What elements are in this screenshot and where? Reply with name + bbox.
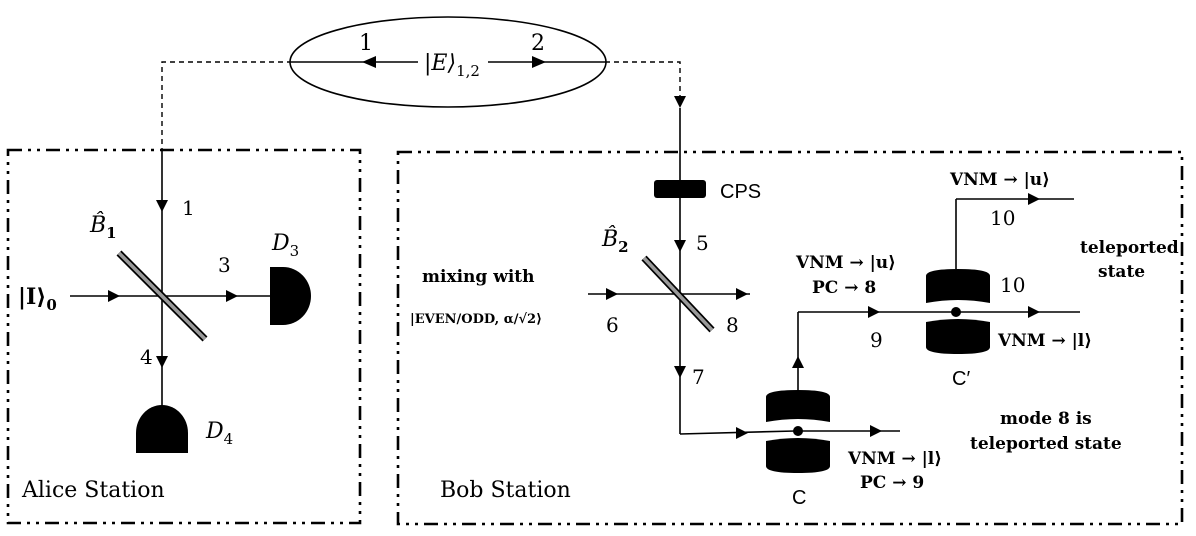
dashed-link-bob <box>605 61 681 100</box>
bob-mode-9-label: 9 <box>870 328 883 352</box>
vnm-u-mid-label: VNM → |u⟩ <box>795 253 896 273</box>
arrow-bob-mode-5 <box>674 240 686 252</box>
arrow-mode-2 <box>532 56 546 68</box>
arrow-bob-mode-8 <box>736 288 748 300</box>
arrow-c-up <box>792 356 804 368</box>
arrow-c-output <box>870 425 882 437</box>
mixing-label-line2: |EVEN/ODD, α/√2⟩ <box>410 312 542 327</box>
arrow-alice-mode-3 <box>226 290 238 302</box>
bob-station-box <box>396 150 1184 526</box>
alice-mode-3-label: 3 <box>218 253 231 277</box>
vnm-l-bottom-label: VNM → |l⟩ <box>847 449 942 469</box>
cavity-c-prime-label: C′ <box>952 368 970 390</box>
arrow-alice-mode-1 <box>156 200 168 212</box>
vnm-l-right-label: VNM → |l⟩ <box>997 331 1092 351</box>
bob-station: Bob Station CPS 5 7 6 8 B̂2 mixing with … <box>396 108 1184 526</box>
teleported-state-line1: teleported <box>1080 238 1179 258</box>
mode8-note-line2: teleported state <box>970 434 1122 454</box>
alice-mode-4-label: 4 <box>140 345 153 369</box>
arrow-bob-mode-7 <box>674 366 686 378</box>
arrow-mode-10-top <box>1028 193 1040 205</box>
bob-mode-8-label: 8 <box>726 313 739 337</box>
alice-station-box <box>6 148 362 525</box>
arrow-mode-9 <box>868 306 880 318</box>
bob-mode-6-label: 6 <box>606 313 619 337</box>
source-state-label: |E⟩1,2 <box>424 51 480 80</box>
alice-station-label: Alice Station <box>21 478 165 503</box>
vnm-u-top-label: VNM → |u⟩ <box>949 170 1050 190</box>
source-mode-1-label: 1 <box>359 31 373 56</box>
bob-mode-7-label: 7 <box>692 365 705 389</box>
beamsplitter-b2 <box>641 255 715 333</box>
arrow-into-bob <box>674 96 686 108</box>
alice-input-state: |I⟩0 <box>18 284 57 314</box>
alice-mode-1-label: 1 <box>182 196 195 220</box>
detector-d4-label: D4 <box>205 419 233 448</box>
beamsplitter-b1-label: B̂1 <box>89 212 117 242</box>
cps-label: CPS <box>720 181 761 203</box>
arrow-into-c <box>736 427 748 439</box>
dashed-link-alice <box>161 61 292 150</box>
mode8-note-line1: mode 8 is <box>1000 409 1092 429</box>
source-mode-2-label: 2 <box>531 31 545 56</box>
beamsplitter-b1 <box>116 250 208 342</box>
arrow-alice-mode-4 <box>156 356 168 368</box>
cavity-c-prime <box>926 269 990 354</box>
detector-d4-icon <box>136 405 188 453</box>
cavity-c-label: C <box>792 487 806 509</box>
entangled-source: 1 2 |E⟩1,2 <box>289 16 607 108</box>
detector-d3-label: D3 <box>271 231 299 260</box>
pc-9-label: PC → 9 <box>860 473 924 493</box>
arrow-mode-1 <box>362 56 376 68</box>
detector-d3-icon <box>270 267 311 325</box>
pc-8-label: PC → 8 <box>812 278 876 298</box>
bob-mode-10-mid-label: 10 <box>1000 273 1025 297</box>
arrow-c-prime-output <box>1028 306 1040 318</box>
bob-mode-5-label: 5 <box>696 231 709 255</box>
arrow-alice-input <box>108 290 120 302</box>
mixing-label-line1: mixing with <box>422 267 535 287</box>
bob-station-label: Bob Station <box>440 478 571 503</box>
teleported-state-line2: state <box>1098 262 1145 282</box>
bob-mode-10-top-label: 10 <box>990 206 1015 230</box>
alice-station: Alice Station B̂1 |I⟩0 1 3 4 D3 D4 <box>6 148 362 525</box>
arrow-bob-mode-6 <box>606 288 618 300</box>
cavity-c <box>766 390 830 473</box>
beamsplitter-b2-label: B̂2 <box>601 226 629 256</box>
